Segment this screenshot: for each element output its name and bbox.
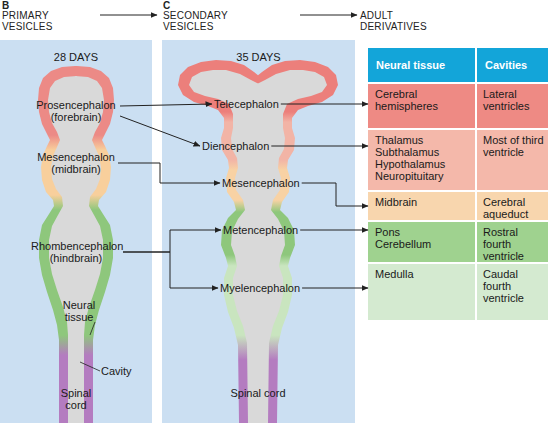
panel-letter: B [2,0,9,11]
vesicle-name: Myelencephalon [220,282,300,294]
table-cell: Most of third ventricle [477,130,548,190]
leader-line [80,362,100,371]
cell-text: Medulla [375,268,453,280]
table-cell: Cerebral hemispheres [368,84,475,128]
vesicle-name: Metencephalon [223,224,298,236]
header-text: Cavities [485,59,527,71]
table-header: Neural tissue [368,48,475,82]
vesicle-name: Mesencephalon (midbrain) [36,151,116,175]
column-heading: ADULT DERIVATIVES [360,10,440,32]
stage-panel: 35 DAYS TelecephalonDiencephalonMesenceph… [162,40,355,423]
connector-arrow [118,163,220,183]
column-heading: PRIMARY VESICLES [2,10,62,32]
vesicle-label: Telecephalon [212,98,281,110]
connector-arrow [120,116,200,146]
cell-text: Thalamus Subthalamus Hypothalamus Neurop… [375,134,453,182]
vesicle-label: Myelencephalon [218,282,302,294]
vesicle-label: Prosencephalon (forebrain) [32,99,120,123]
panel-letter: C [163,0,170,11]
connector-arrow [123,230,221,252]
primary-vesicles-tube [0,55,152,423]
cell-text: Lateral ventricles [483,88,546,112]
connector-arrow [300,230,368,231]
vesicle-name: Telecephalon [214,98,279,110]
vesicle-label: Mesencephalon [220,177,302,189]
header-arrow [100,15,157,16]
connector-arrow [123,252,218,288]
cell-text: Most of third ventricle [483,134,546,158]
cell-text: Cerebral aqueduct [483,196,546,220]
cell-text: Midbrain [375,196,453,208]
column-heading: SECONDARY VESICLES [163,10,238,32]
vesicle-name: Prosencephalon (forebrain) [34,99,118,123]
cell-text: Pons Cerebellum [375,226,453,250]
connector-arrow [120,104,212,106]
table-cell: Rostral fourth ventricle [477,222,548,262]
table-header: Cavities [477,48,548,82]
vesicle-label: Diencephalon [200,140,271,152]
table-cell: Lateral ventricles [477,84,548,128]
table-cell: Pons Cerebellum [368,222,475,262]
cell-text: Cerebral hemispheres [375,88,453,112]
part-label: Spinal cord [223,387,293,399]
header-text: Neural tissue [376,59,445,71]
vesicle-name: Diencephalon [202,140,269,152]
cell-text: Caudal fourth ventricle [483,268,546,304]
header-arrow [300,15,357,16]
table-cell: Midbrain [368,192,475,220]
vesicle-name: Mesencephalon [222,177,300,189]
table-cell: Medulla [368,264,475,320]
cell-text: Rostral fourth ventricle [483,226,546,262]
part-label: Spinal cord [54,387,98,411]
part-label: Cavity [101,365,132,377]
stage-label: 28 DAYS [0,51,152,63]
stage-label: 35 DAYS [162,51,355,63]
leader-line [90,322,95,335]
table-cell: Thalamus Subthalamus Hypothalamus Neurop… [368,130,475,190]
table-cell: Caudal fourth ventricle [477,264,548,320]
vesicle-name: Rhombencephalon (hindbrain) [31,240,121,264]
table-cell: Cerebral aqueduct [477,192,548,220]
vesicle-label: Mesencephalon (midbrain) [34,151,118,175]
part-label: Neural tissue [58,299,100,323]
secondary-vesicles-tube [162,55,355,423]
connector-arrow [281,104,368,105]
connector-arrow [271,146,368,147]
vesicle-label: Rhombencephalon (hindbrain) [29,240,123,264]
connector-arrow [302,288,368,289]
vesicle-label: Metencephalon [221,224,300,236]
connector-arrow [302,183,368,206]
